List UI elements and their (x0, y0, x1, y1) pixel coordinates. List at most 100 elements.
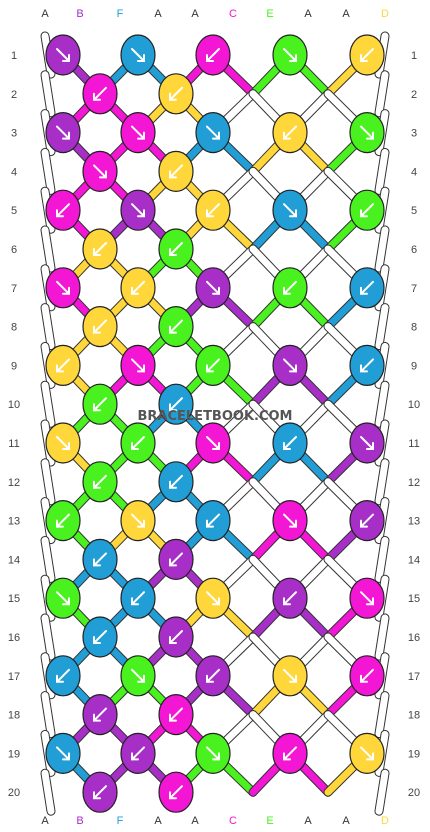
edge-strand-left (41, 459, 55, 505)
backward-arrow-icon (131, 746, 145, 761)
backward-arrow-icon (360, 358, 374, 373)
strand-letter-bottom: A (304, 815, 312, 827)
backward-arrow-icon (93, 319, 107, 334)
backward-arrow-icon (169, 86, 183, 101)
backward-arrow-icon (283, 436, 297, 450)
backward-arrow-icon (206, 203, 220, 218)
strand-letter-top: A (191, 8, 199, 20)
forward-arrow-icon (360, 591, 374, 606)
strand-letter-top: D (381, 8, 389, 20)
edge-strand-left (41, 536, 55, 582)
edge-strand-right (375, 692, 389, 738)
backward-arrow-icon (131, 436, 145, 450)
backward-arrow-icon (56, 513, 70, 528)
row-number-left: 18 (8, 710, 20, 722)
watermark-text: BRACELETBOOK.COM (138, 409, 293, 424)
forward-arrow-icon (206, 280, 220, 295)
backward-arrow-icon (169, 552, 183, 567)
row-number-right: 14 (408, 554, 420, 566)
backward-arrow-icon (93, 86, 107, 101)
forward-arrow-icon (56, 746, 70, 761)
backward-arrow-icon (56, 668, 70, 683)
forward-arrow-icon (283, 513, 297, 528)
row-number-right: 20 (408, 787, 420, 799)
strand-letter-bottom: A (41, 815, 49, 827)
backward-arrow-icon (283, 591, 297, 606)
backward-arrow-icon (206, 668, 220, 683)
forward-arrow-icon (56, 125, 70, 140)
strand-letter-top: A (154, 8, 162, 20)
forward-arrow-icon (360, 746, 374, 761)
forward-arrow-icon (360, 436, 374, 450)
row-number-left: 6 (11, 244, 17, 256)
backward-arrow-icon (283, 125, 297, 140)
forward-arrow-icon (283, 48, 297, 62)
strand-letter-top: C (229, 8, 237, 20)
backward-arrow-icon (93, 397, 107, 412)
forward-arrow-icon (93, 164, 107, 179)
row-number-left: 15 (8, 593, 20, 605)
edge-strand-right (375, 614, 389, 660)
row-number-left: 14 (8, 554, 20, 566)
strand-letter-bottom: A (342, 815, 350, 827)
backward-arrow-icon (93, 785, 107, 800)
row-number-right: 5 (411, 205, 417, 217)
backward-arrow-icon (206, 48, 220, 62)
backward-arrow-icon (169, 242, 183, 256)
edge-strand-right (375, 71, 389, 117)
row-number-left: 2 (11, 89, 17, 101)
strand-letter-bottom: E (266, 815, 273, 827)
forward-arrow-icon (56, 280, 70, 295)
row-number-right: 12 (408, 477, 420, 489)
strand-letter-bottom: A (191, 815, 199, 827)
row-number-right: 19 (408, 748, 420, 760)
forward-arrow-icon (283, 358, 297, 373)
forward-arrow-icon (283, 668, 297, 683)
row-number-left: 7 (11, 283, 17, 295)
row-number-right: 9 (411, 360, 417, 372)
edge-strand-left (41, 226, 55, 272)
row-number-right: 3 (411, 128, 417, 140)
row-number-right: 4 (411, 166, 417, 178)
row-number-right: 2 (411, 89, 417, 101)
forward-arrow-icon (206, 125, 220, 140)
backward-arrow-icon (169, 630, 183, 644)
forward-arrow-icon (131, 48, 145, 62)
row-number-right: 7 (411, 283, 417, 295)
forward-arrow-icon (283, 203, 297, 218)
forward-arrow-icon (131, 668, 145, 683)
edge-strand-right (375, 381, 389, 427)
backward-arrow-icon (93, 552, 107, 567)
forward-arrow-icon (56, 591, 70, 606)
forward-arrow-icon (131, 513, 145, 528)
edge-strand-left (41, 71, 55, 117)
backward-arrow-icon (169, 707, 183, 722)
edge-strand-left (41, 614, 55, 660)
row-number-left: 1 (11, 50, 17, 62)
backward-arrow-icon (93, 474, 107, 489)
strand-letter-bottom: F (117, 815, 124, 827)
backward-arrow-icon (131, 280, 145, 295)
edge-strand-left (41, 692, 55, 738)
row-number-left: 20 (8, 787, 20, 799)
row-number-left: 5 (11, 205, 17, 217)
edge-strand-left (41, 381, 55, 427)
row-number-left: 12 (8, 477, 20, 489)
backward-arrow-icon (360, 48, 374, 62)
forward-arrow-icon (131, 125, 145, 140)
backward-arrow-icon (56, 358, 70, 373)
backward-arrow-icon (283, 280, 297, 295)
backward-arrow-icon (206, 513, 220, 528)
edge-strand-left (41, 769, 55, 815)
knot-layer (45, 34, 385, 813)
backward-arrow-icon (131, 591, 145, 606)
row-number-right: 13 (408, 516, 420, 528)
row-number-right: 6 (411, 244, 417, 256)
row-number-left: 4 (11, 166, 17, 178)
strand-letter-bottom: C (229, 815, 237, 827)
row-number-left: 16 (8, 632, 20, 644)
strand-letter-top: A (41, 8, 49, 20)
